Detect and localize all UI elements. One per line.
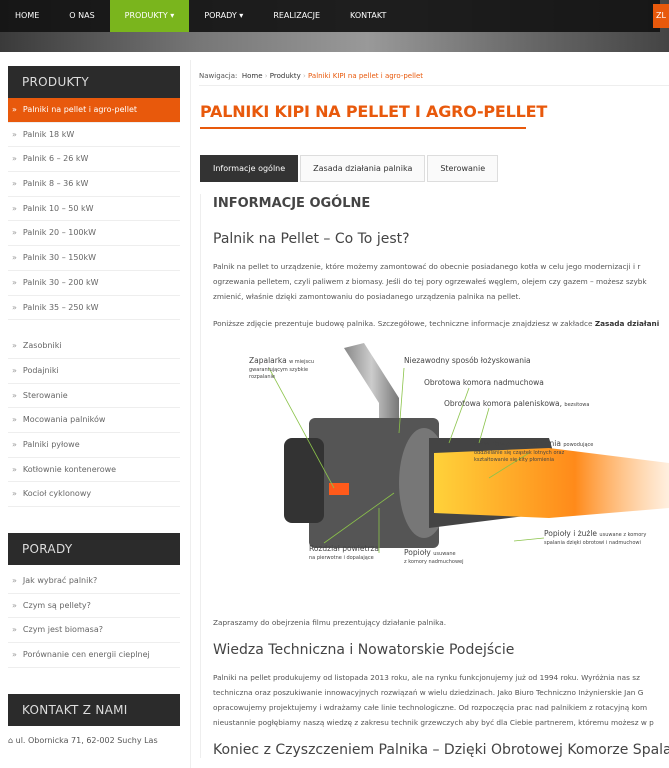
svg-text:Zawirowanie płomienia powodują: Zawirowanie płomienia powodujące	[474, 439, 593, 448]
link-zasada[interactable]: Zasada działani	[594, 319, 660, 328]
nav-kontakt[interactable]: KONTAKT	[350, 11, 387, 20]
svg-text:na pierwotne i dopalające: na pierwotne i dopalające	[309, 555, 374, 561]
sidebar-item[interactable]: Czym jest biomasa?	[8, 618, 180, 644]
home-icon: ⌂	[8, 735, 16, 745]
svg-text:gwarantującym szybkie: gwarantującym szybkie	[249, 367, 308, 373]
breadcrumb: Nawigacja: Home › Produkty › Palniki KIP…	[199, 66, 669, 86]
sidebar-item[interactable]: Palnik 30 – 200 kW	[8, 271, 180, 296]
tab-zasada[interactable]: Zasada działania palnika	[300, 155, 426, 182]
svg-text:spalania dzięki obrotowi i nad: spalania dzięki obrotowi i nadmuchowi	[544, 540, 641, 546]
svg-text:Obrotowa komora paleniskowa, b: Obrotowa komora paleniskowa, bezsitowa	[444, 399, 589, 408]
sidebar-item[interactable]: Palnik 30 – 150kW	[8, 246, 180, 271]
nav-porady[interactable]: PORADY ▾	[204, 11, 244, 20]
svg-text:oddzielanie się cząstek lotnyc: oddzielanie się cząstek lotnych oraz	[474, 450, 565, 456]
heading-clean: Koniec z Czyszczeniem Palnika – Dzięki O…	[213, 742, 669, 758]
sidebar-item[interactable]: Palnik 18 kW	[8, 123, 180, 148]
paragraph-tech: Palniki na pellet produkujemy od listopa…	[213, 673, 654, 727]
burner-diagram: Zapalarka w miejscu gwarantującym szybki…	[249, 343, 669, 565]
nav-home[interactable]: HOME	[15, 11, 40, 20]
tab-panel: INFORMACJE OGÓLNE Palnik na Pellet – Co …	[200, 194, 669, 758]
nav-produkty[interactable]: PRODUKTY ▾	[109, 0, 190, 32]
svg-text:Zapalarka w miejscu: Zapalarka w miejscu	[249, 356, 314, 365]
paragraph-intro: Palnik na pellet to urządzenie, które mo…	[213, 262, 647, 301]
title-underline	[200, 127, 526, 129]
main-nav: HOME O NAS PRODUKTY ▾ PORADY ▾ REALIZACJ…	[0, 0, 660, 32]
breadcrumb-current: Palniki KIPI na pellet i agro-pellet	[308, 72, 424, 80]
section-title: INFORMACJE OGÓLNE	[213, 196, 371, 211]
sidebar-item[interactable]: Kotłownie kontenerowe	[8, 458, 180, 483]
breadcrumb-produkty[interactable]: Produkty	[269, 72, 301, 80]
cta-button[interactable]: ZL	[653, 4, 669, 28]
svg-text:Obrotowa komora nadmuchowa: Obrotowa komora nadmuchowa	[424, 378, 544, 387]
sidebar-item[interactable]: Palnik 10 – 50 kW	[8, 197, 180, 222]
sidebar: PRODUKTY Palniki na pellet i agro-pellet…	[8, 66, 180, 745]
sidebar-item[interactable]: Palniki pyłowe	[8, 433, 180, 458]
svg-text:Popioły usuwane: Popioły usuwane	[404, 548, 456, 557]
sidebar-item[interactable]: Czym są pellety?	[8, 594, 180, 619]
nav-realizacje[interactable]: REALIZACJE	[273, 11, 321, 20]
paragraph-photo: Poniższe zdjęcie prezentuje budowę palni…	[213, 319, 660, 328]
sidebar-item[interactable]: Palnik 35 – 250 kW	[8, 296, 180, 321]
pipe	[344, 343, 399, 423]
sidebar-item[interactable]: Porównanie cen energii cieplnej	[8, 643, 180, 668]
sidebar-item[interactable]: Mocowania palników	[8, 408, 180, 433]
sidebar-item[interactable]: Jak wybrać palnik?	[8, 569, 180, 594]
sidebar-item[interactable]: Palnik 6 – 26 kW	[8, 147, 180, 173]
svg-text:Rozdział powietrza: Rozdział powietrza	[309, 544, 379, 553]
svg-text:rozpalanie: rozpalanie	[249, 374, 275, 380]
heading-what: Palnik na Pellet – Co To jest?	[213, 231, 410, 247]
sidebar-item[interactable]: Sterowanie	[8, 384, 180, 409]
main-content: Nawigacja: Home › Produkty › Palniki KIP…	[190, 60, 669, 768]
flame	[434, 448, 669, 518]
tabs: Informacje ogólne Zasada działania palni…	[200, 155, 669, 182]
tab-sterowanie[interactable]: Sterowanie	[427, 155, 499, 182]
sidebar-item[interactable]: Podajniki	[8, 359, 180, 384]
header-banner: HOME O NAS PRODUKTY ▾ PORADY ▾ REALIZACJ…	[0, 0, 669, 52]
sidebar-item[interactable]: Palnik 8 – 36 kW	[8, 172, 180, 197]
heading-tech: Wiedza Techniczna i Nowatorskie Podejści…	[213, 642, 515, 658]
svg-text:z komory nadmuchowej: z komory nadmuchowej	[404, 559, 464, 565]
paragraph-video: Zapraszamy do obejrzenia filmu prezentuj…	[213, 618, 447, 627]
breadcrumb-home[interactable]: Home	[241, 72, 263, 80]
nav-o-nas[interactable]: O NAS	[69, 11, 95, 20]
contact-address: ⌂ ul. Obornicka 71, 62-002 Suchy Las	[8, 735, 158, 745]
sidebar-products-title: PRODUKTY	[8, 66, 180, 98]
svg-text:Niezawodny sposób łożyskowania: Niezawodny sposób łożyskowania	[404, 356, 531, 365]
sidebar-item[interactable]: Kocioł cyklonowy	[8, 482, 180, 507]
svg-text:kształtowanie się kity płomien: kształtowanie się kity płomienia	[474, 457, 554, 463]
tab-informacje[interactable]: Informacje ogólne	[200, 155, 299, 182]
sidebar-contact-title: KONTAKT Z NAMI	[8, 693, 180, 726]
sidebar-advice-title: PORADY	[8, 533, 180, 565]
sidebar-item[interactable]: Zasobniki	[8, 334, 180, 359]
sidebar-item[interactable]: Palniki na pellet i agro-pellet	[8, 98, 180, 123]
sidebar-item[interactable]: Palnik 20 – 100kW	[8, 221, 180, 247]
page-title: PALNIKI KIPI NA PELLET I AGRO-PELLET	[200, 102, 548, 121]
svg-text:Popioły i żużle usuwane z komo: Popioły i żużle usuwane z komory	[544, 529, 646, 538]
